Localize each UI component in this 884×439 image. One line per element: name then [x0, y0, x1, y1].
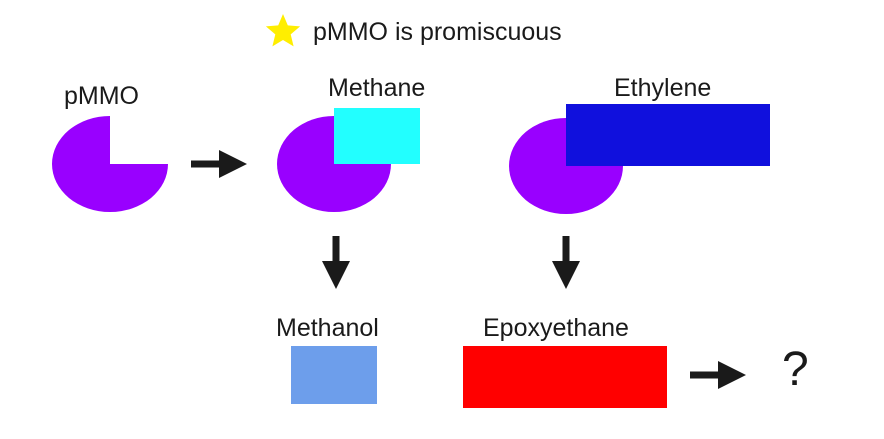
star-icon [265, 14, 301, 47]
methane-label: Methane [328, 74, 426, 102]
epoxyethane-label: Epoxyethane [483, 314, 629, 342]
methanol-label: Methanol [276, 314, 379, 342]
ethylene-block [566, 104, 770, 166]
methanol-block [291, 346, 377, 404]
pmmo-label: pMMO [64, 82, 139, 110]
methane-block [334, 108, 420, 164]
unknown-product-label: ? [782, 343, 809, 396]
note-text: pMMO is promiscuous [313, 18, 562, 46]
ethylene-label: Ethylene [614, 74, 712, 102]
epoxyethane-block [463, 346, 667, 408]
pmmo-enzyme-shape [52, 116, 168, 212]
